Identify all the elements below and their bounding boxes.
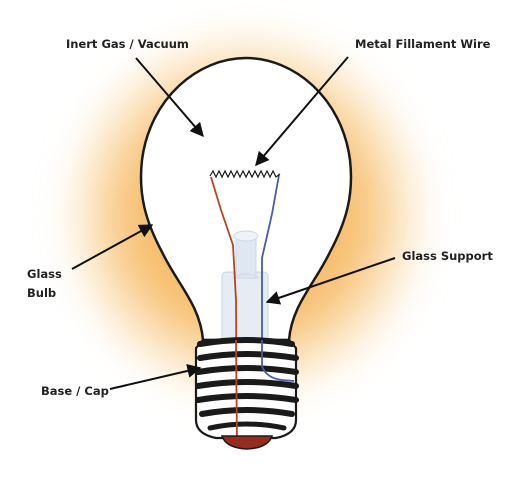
base-cap [194, 337, 299, 440]
arrow-base [109, 364, 202, 390]
arrow-filament [255, 56, 349, 167]
label-filament: Metal Fillament Wire [355, 37, 491, 51]
arrow-gas [135, 57, 204, 138]
arrow-bulb [71, 224, 154, 270]
metal-filament [209, 169, 281, 179]
arrow-support [265, 257, 396, 305]
bottom-contact [220, 435, 274, 450]
glass-support [221, 230, 269, 351]
label-glass-support: Glass Support [402, 249, 493, 263]
label-base-cap: Base / Cap [41, 384, 109, 398]
label-glass-bulb-line1: Glass [27, 267, 62, 281]
label-glass-bulb-line2: Bulb [27, 286, 56, 300]
label-inert-gas: Inert Gas / Vacuum [66, 37, 189, 51]
